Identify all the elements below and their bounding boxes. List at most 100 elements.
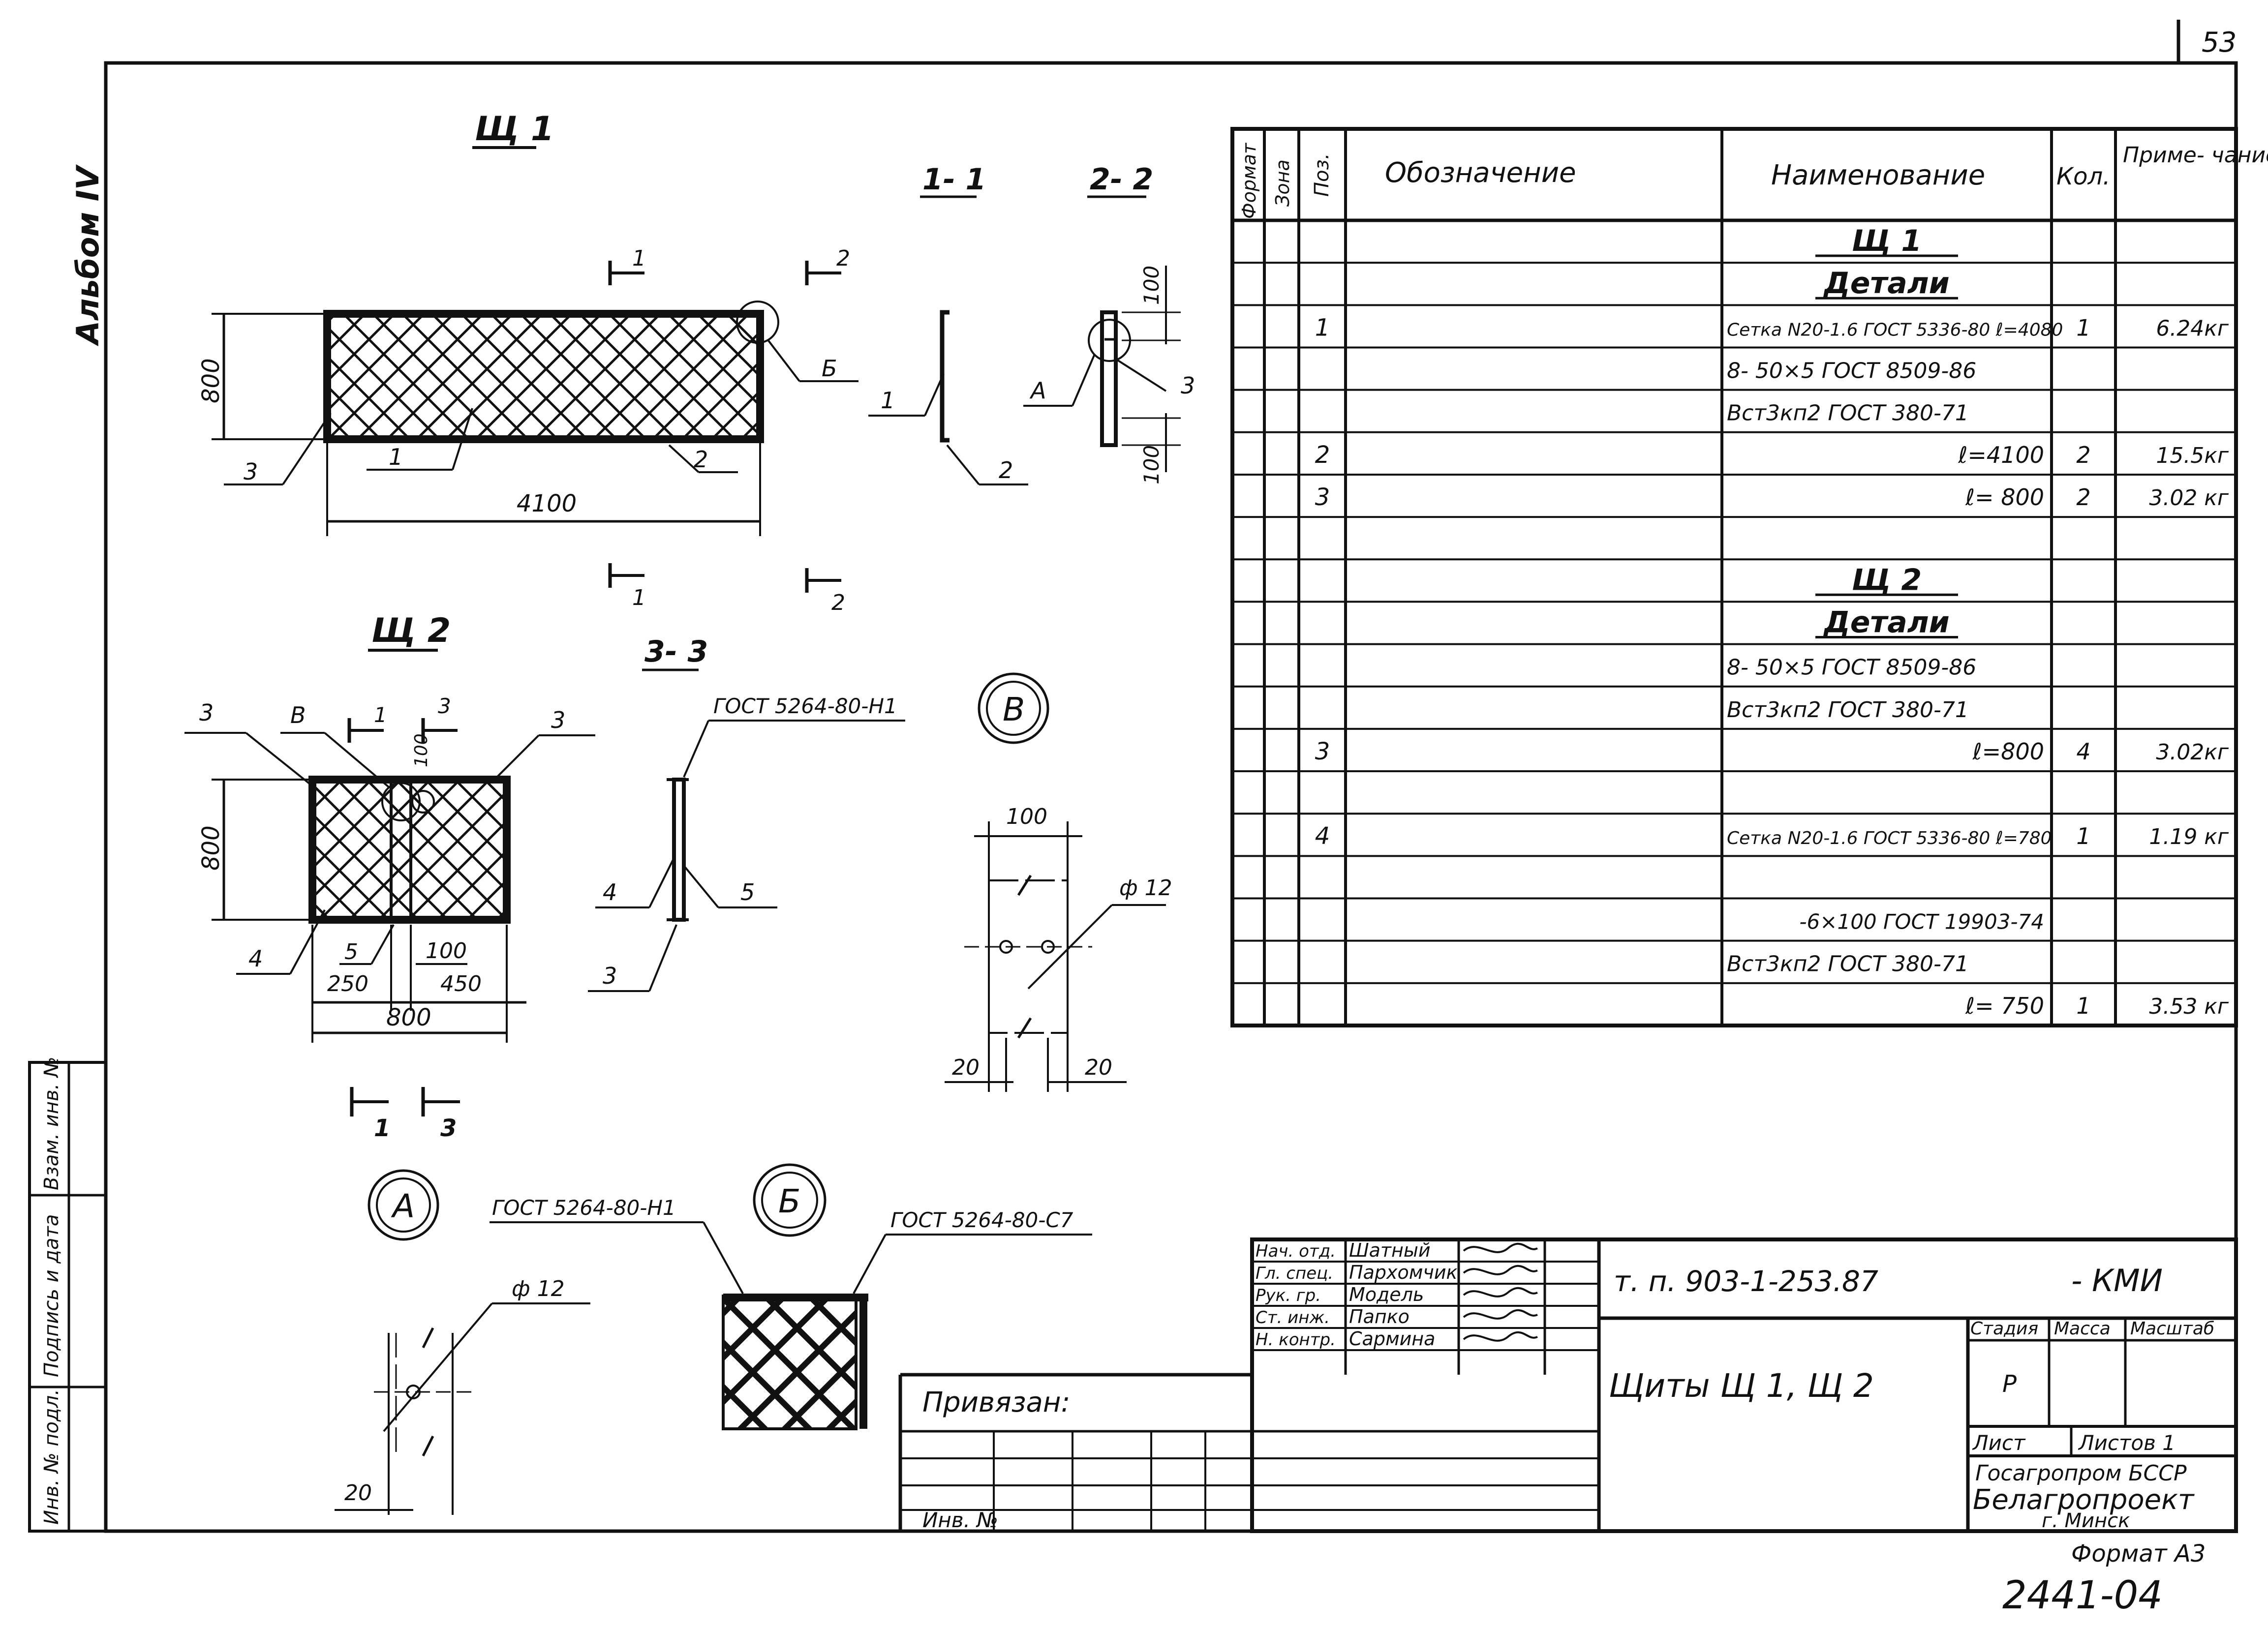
- spec-row-note: 3.02кг: [2156, 740, 2229, 765]
- spec-row-note: 15.5кг: [2156, 443, 2229, 468]
- spec-row-name: ℓ=800: [1972, 738, 2044, 765]
- section-marker-1-top-label: 1: [632, 246, 646, 271]
- header-name: Наименование: [1771, 159, 1985, 191]
- spec-row-qty: 4: [2076, 738, 2090, 765]
- spec-row-name: ℓ=4100: [1958, 442, 2044, 468]
- spec-row-qty: 1: [2076, 314, 2090, 341]
- title-block-name: Шатный: [1349, 1239, 1431, 1261]
- title-block-name: Пархомчик: [1349, 1262, 1458, 1283]
- shch1-view: Щ 1 4100 800 3 1 2 Б 1 2 1: [197, 110, 858, 615]
- stage-label: Стадия: [1970, 1319, 2038, 1339]
- spec-row-pos: 3: [1315, 483, 1330, 511]
- section-1-1-title: 1- 1: [922, 162, 986, 197]
- section-1-1-pos2: 2: [999, 457, 1013, 483]
- node-a: А ф 12 20: [335, 1169, 590, 1515]
- spec-row-pos: 1: [1315, 314, 1330, 341]
- doc-title: Щиты Щ 1, Щ 2: [1609, 1367, 1874, 1405]
- shch2-title: Щ 2: [371, 611, 451, 650]
- section-1-1: 1- 1 1 2: [868, 162, 1028, 485]
- spec-row-pos: 3: [1315, 738, 1330, 765]
- spec-row-qty: 1: [2076, 993, 2090, 1019]
- shch2-section-marker-1-bottom-label: 1: [374, 1115, 390, 1142]
- spec-row-pos: 4: [1315, 822, 1330, 850]
- shch2-section-marker-1-top-label: 1: [374, 703, 387, 727]
- title-block-role: Н. контр.: [1256, 1330, 1336, 1350]
- section-3-3-pos3: 3: [603, 963, 617, 989]
- org-line2: Белагропроект: [1973, 1484, 2195, 1516]
- node-v-edge-right: 20: [1085, 1055, 1112, 1080]
- spec-row-name: Вст3кп2 ГОСТ 380-71: [1727, 697, 1969, 723]
- spec-row-name: Вст3кп2 ГОСТ 380-71: [1727, 401, 1969, 426]
- shch1-frame: [323, 310, 764, 443]
- album-label: Альбом IV: [70, 164, 106, 347]
- shch2-section-marker-1-bottom: 1: [350, 1087, 390, 1142]
- stamp-inv-orig: Инв. № подл.: [40, 1389, 63, 1525]
- spec-row-name: ℓ= 750: [1965, 993, 2044, 1019]
- section-3-3-pos5: 5: [740, 879, 755, 905]
- spec-row-name: 8- 50×5 ГОСТ 8509-86: [1727, 359, 1976, 384]
- section-marker-1-bottom-label: 1: [632, 585, 646, 610]
- node-v-edge-left: 20: [952, 1055, 980, 1080]
- section-1-1-pos1: 1: [881, 387, 895, 414]
- section-marker-1-top: 1: [608, 246, 646, 285]
- node-v-diameter: ф 12: [1119, 875, 1172, 901]
- spec-row-name: Сетка N20-1.6 ГОСТ 5336-80 ℓ=4080: [1727, 320, 2063, 340]
- signature-mark: [1463, 1287, 1538, 1297]
- shch2-pos4: 4: [248, 945, 263, 972]
- title-block-role: Ст. инж.: [1256, 1308, 1330, 1327]
- header-pos: Поз.: [1311, 153, 1333, 197]
- shch1-node-b: Б: [822, 355, 837, 382]
- spec-row-qty: 1: [2076, 823, 2090, 849]
- shch2-section-marker-1-top: 1: [347, 703, 387, 743]
- node-b-weld-n1: ГОСТ 5264-80-Н1: [492, 1196, 676, 1220]
- shch2-dim-5: 5: [344, 939, 358, 965]
- node-b: Б ГОСТ 5264-80-Н1 ГОСТ 5264-80-С7: [490, 1163, 1092, 1430]
- spec-table: Формат Зона Поз. Обозначение Наименовани…: [1230, 127, 2268, 1027]
- spec-row-name: Сетка N20-1.6 ГОСТ 5336-80 ℓ=780: [1727, 828, 2052, 848]
- signature-mark: [1463, 1265, 1538, 1275]
- inventory-code: 2441-04: [2002, 1573, 2163, 1618]
- spec-row-name: Щ 2: [1852, 563, 1922, 597]
- header-format: Формат: [1238, 142, 1260, 219]
- node-v-width: 100: [1006, 804, 1047, 829]
- shch1-title: Щ 1: [475, 110, 554, 149]
- sheets-label: Листов 1: [2078, 1431, 2176, 1455]
- header-note: Приме- чание: [2123, 143, 2268, 168]
- shch2-pos3-right: 3: [551, 707, 565, 733]
- title-block-name: Модель: [1349, 1284, 1424, 1305]
- side-stamp: Инв. № подл. Подпись и дата Взам. инв. №: [28, 1056, 107, 1533]
- spec-row-note: 3.02 кг: [2149, 485, 2229, 511]
- stamp-signature-date: Подпись и дата: [40, 1214, 63, 1377]
- spec-row-name: -6×100 ГОСТ 19903-74: [1799, 910, 2044, 934]
- bound-label: Привязан:: [922, 1387, 1070, 1418]
- section-2-2-dim-bottom: 100: [1139, 445, 1164, 484]
- title-block-name: Сармина: [1349, 1328, 1435, 1350]
- sheet-label: Лист: [1972, 1431, 2026, 1455]
- shch1-pos3: 3: [244, 458, 258, 485]
- node-b-weld-c7: ГОСТ 5264-80-С7: [890, 1208, 1073, 1232]
- section-3-3: 3- 3 ГОСТ 5264-80-Н1 4 5 3: [588, 634, 905, 992]
- title-block-role: Гл. спец.: [1256, 1264, 1333, 1283]
- header-qty: Кол.: [2056, 163, 2110, 190]
- section-marker-1-bottom: 1: [608, 563, 646, 610]
- shch2-node-v: В: [290, 702, 306, 728]
- section-2-2-title: 2- 2: [1090, 162, 1153, 197]
- shch2-width-dim: 800: [386, 1004, 431, 1031]
- spec-row-name: ℓ= 800: [1965, 484, 2044, 511]
- stamp-replace-inv: Взам. инв. №: [40, 1056, 63, 1190]
- spec-row-qty: 2: [2076, 484, 2090, 511]
- section-marker-2-top-label: 2: [836, 246, 850, 271]
- shch2-top-strip-dim: 100: [411, 733, 431, 767]
- section-marker-2-bottom-label: 2: [831, 590, 845, 615]
- shch1-height-dim: 800: [197, 358, 225, 403]
- section-2-2-node-a: А: [1029, 377, 1046, 404]
- spec-row-qty: 2: [2076, 442, 2090, 468]
- spec-row-note: 1.19 кг: [2149, 824, 2229, 849]
- shch1-pos1: 1: [389, 444, 403, 470]
- mass-label: Масса: [2054, 1319, 2111, 1339]
- spec-row-name: 8- 50×5 ГОСТ 8509-86: [1727, 655, 1976, 680]
- doc-suffix: - КМИ: [2071, 1263, 2163, 1298]
